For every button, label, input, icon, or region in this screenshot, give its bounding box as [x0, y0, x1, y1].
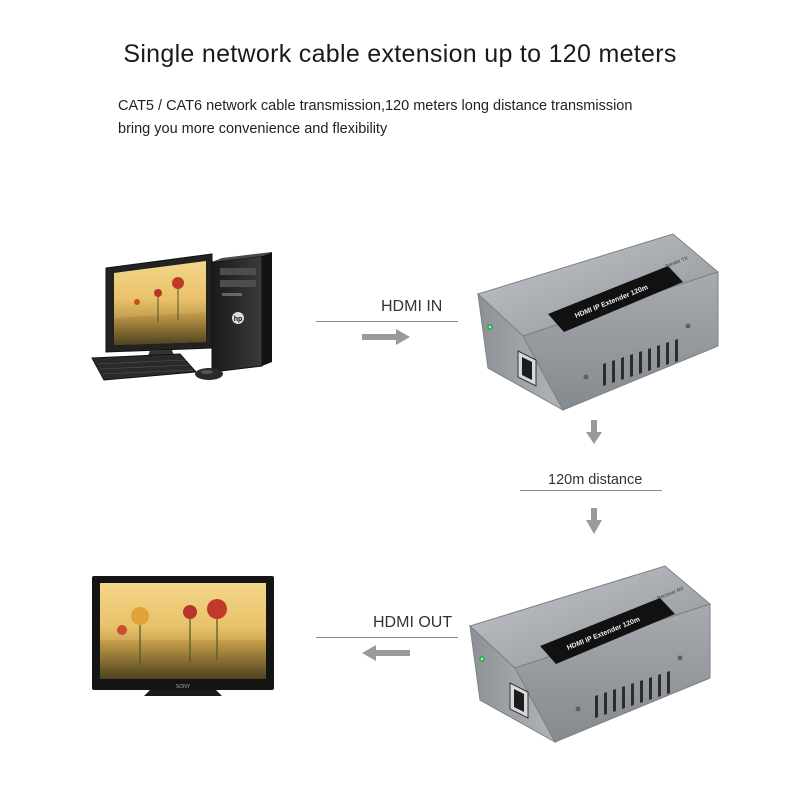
pc-icon: hp — [91, 252, 272, 381]
down-arrow-icon-2 — [586, 508, 602, 534]
right-arrow-icon — [362, 329, 410, 345]
down-arrow-icon — [586, 420, 602, 444]
description-line-1: CAT5 / CAT6 network cable transmission,1… — [118, 98, 633, 114]
tv-icon: SONY — [92, 576, 274, 696]
tv-brand-logo: SONY — [176, 684, 191, 690]
receiver-device: HDMI IP Extender 120m Receiver RX — [469, 565, 711, 743]
hdmi-out-label: HDMI OUT — [373, 614, 453, 631]
description-line-2: bring you more convenience and flexibili… — [118, 121, 388, 137]
distance-label: 120m distance — [548, 472, 643, 488]
hdmi-in-label: HDMI IN — [381, 298, 443, 315]
hdmi-out-rule — [316, 637, 458, 638]
hdmi-in-rule — [316, 321, 458, 322]
page-title: Single network cable extension up to 120… — [123, 40, 677, 68]
sender-device: HDMI IP Extender 120m Sender TX — [477, 233, 719, 411]
left-arrow-icon — [362, 645, 410, 661]
monitor-brand-logo: hp — [234, 316, 243, 323]
distance-rule — [520, 490, 662, 491]
